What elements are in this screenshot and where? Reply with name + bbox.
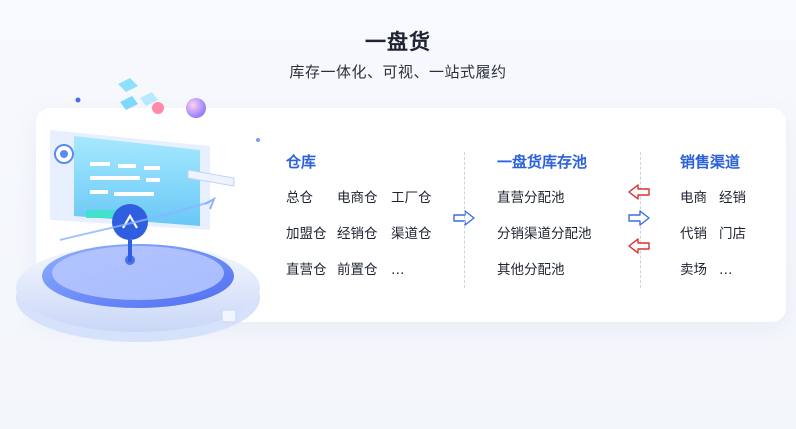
panel-line	[114, 192, 154, 196]
ball-icon	[152, 102, 164, 114]
cube-icon	[120, 96, 138, 110]
sales-channel-column: 销售渠道 电商 经销 代销 门店 卖场 …	[680, 152, 758, 296]
pool-item: 其他分配池	[497, 262, 565, 278]
page-title: 一盘货	[365, 30, 431, 54]
dot-icon	[256, 138, 260, 142]
platform-tab	[221, 309, 237, 323]
ball-icon	[186, 98, 206, 118]
panel-badge-dot	[60, 150, 68, 158]
warehouse-column: 仓库 总仓 电商仓 工厂仓 加盟仓 经销仓 渠道仓 直营仓 前置仓 …	[286, 152, 442, 296]
channel-item: …	[719, 262, 733, 278]
flow-curve	[59, 201, 211, 241]
warehouse-item: 电商仓	[337, 190, 378, 206]
list-item: 直营分配池	[497, 188, 592, 224]
panel-line	[146, 178, 160, 182]
panel-line	[90, 162, 110, 166]
side-tab	[187, 169, 235, 187]
warehouse-item: 渠道仓	[391, 226, 432, 242]
channel-item: 代销	[680, 226, 707, 242]
cube-icon	[118, 78, 138, 92]
panel-line	[144, 166, 160, 170]
pool-item: 直营分配池	[497, 190, 565, 206]
warehouse-item: 总仓	[286, 190, 313, 206]
arrow-left-icon	[628, 184, 650, 200]
list-item: 总仓 电商仓 工厂仓	[286, 188, 442, 224]
list-item: 代销 门店	[680, 224, 758, 260]
platform-illustration	[16, 78, 260, 342]
page-subtitle: 库存一体化、可视、一站式履约	[289, 63, 507, 81]
channel-item: 电商	[680, 190, 707, 206]
front-panel	[74, 136, 200, 226]
panel-line	[90, 190, 108, 194]
channel-item: 门店	[719, 226, 746, 242]
pin-icon	[112, 204, 148, 240]
pool-heading: 一盘货库存池	[497, 153, 588, 171]
channel-item: 经销	[719, 190, 746, 206]
warehouse-item: 工厂仓	[391, 190, 432, 206]
pool-item: 分销渠道分配池	[497, 226, 592, 242]
inventory-pool-column: 一盘货库存池 直营分配池 分销渠道分配池 其他分配池	[497, 152, 592, 296]
list-item: 电商 经销	[680, 188, 758, 224]
channels-heading: 销售渠道	[680, 153, 741, 171]
dot-icon	[75, 97, 81, 103]
arrow-left-icon	[628, 238, 650, 254]
cube-icon	[140, 92, 158, 106]
panel-line	[90, 176, 140, 180]
platform-top	[52, 246, 224, 300]
list-item: 直营仓 前置仓 …	[286, 260, 442, 296]
warehouse-heading: 仓库	[286, 153, 317, 171]
warehouse-item: 经销仓	[337, 226, 378, 242]
divider	[464, 152, 465, 288]
warehouse-item: …	[391, 262, 405, 278]
list-item: 分销渠道分配池	[497, 224, 592, 260]
panel-line	[118, 164, 136, 168]
warehouse-item: 前置仓	[337, 262, 378, 278]
arrow-right-icon	[628, 210, 650, 226]
channel-item: 卖场	[680, 262, 707, 278]
list-item: 其他分配池	[497, 260, 592, 296]
warehouse-item: 加盟仓	[286, 226, 327, 242]
warehouse-item: 直营仓	[286, 262, 327, 278]
list-item: 加盟仓 经销仓 渠道仓	[286, 224, 442, 260]
list-item: 卖场 …	[680, 260, 758, 296]
